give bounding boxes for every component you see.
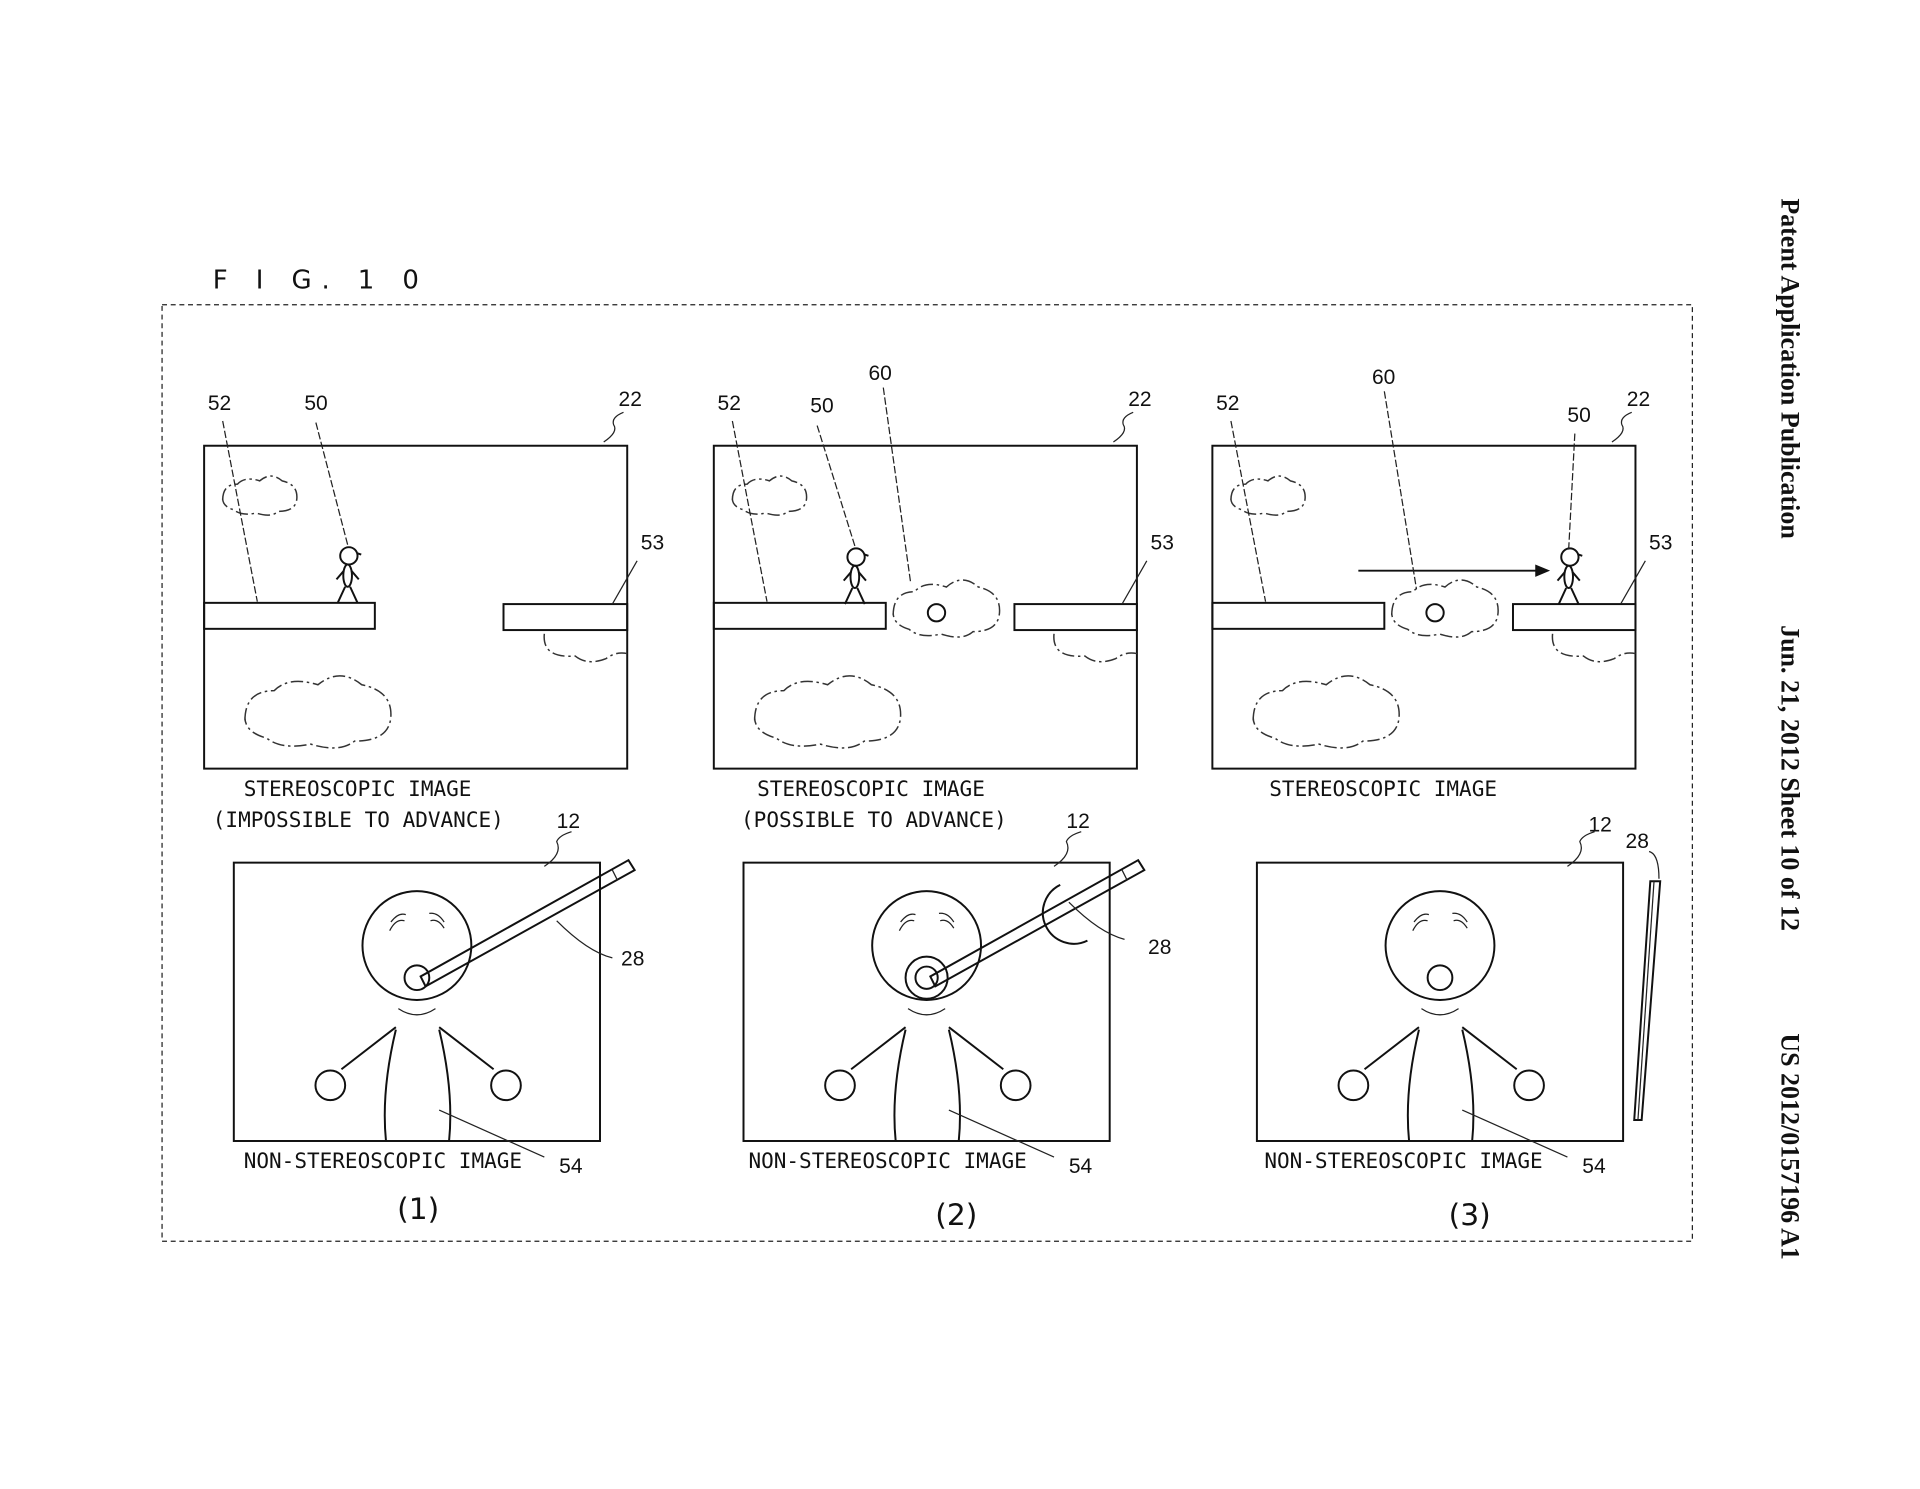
character-54 [314,890,522,1142]
stylus-28 [1633,880,1662,1121]
cloud-60-marker [926,603,947,623]
ref-12: 12 [1588,814,1611,837]
platform-52 [203,601,376,630]
ref-60: 60 [1372,366,1395,389]
ref-54: 54 [559,1155,583,1178]
platform-52 [1211,601,1386,630]
ref-50: 50 [1567,404,1590,427]
header-number: US 2012/0157196 A1 [1775,1033,1804,1260]
panel-index-label: (2) [935,1198,977,1233]
upper-lcd-frame [712,444,1138,770]
bottom-caption: NON-STEREOSCOPIC IMAGE [244,1148,522,1173]
top-caption-line1: STEREOSCOPIC IMAGE [1269,776,1497,801]
ref-28: 28 [1148,936,1171,959]
figure-boundary [161,304,1693,1242]
nose-button [403,964,431,992]
lower-lcd-frame [232,861,601,1142]
ref-60: 60 [868,362,891,385]
touch-screen-12: 28 12 54 NON-STEREOSCOPIC IMAGE (1) [232,810,644,1227]
player-character-50 [842,547,869,605]
ref-22: 22 [1128,388,1151,411]
ref-52: 52 [1216,392,1239,415]
cloud-under-platform [1053,633,1138,663]
touch-screen-12: 28 12 54 NON-STEREOSCOPIC IMAGE (2) [742,810,1171,1233]
ref-53: 53 [1151,532,1174,555]
leader-line [1568,433,1576,550]
cloud-under-platform [543,633,628,663]
ref-52: 52 [208,392,231,415]
header-publication: Patent Application Publication [1775,198,1804,539]
cloud-small [221,475,298,516]
arrow-head-icon [1535,564,1551,577]
cloud-large [753,675,902,749]
platform-53 [502,603,629,632]
ref-50: 50 [304,392,327,415]
lower-lcd-frame [742,861,1111,1142]
ref-53: 53 [641,532,664,555]
ref-50: 50 [810,394,833,417]
character-54 [824,890,1032,1142]
cloud-bridge-60 [1391,579,1499,638]
ref-54: 54 [1582,1155,1606,1178]
cloud-bridge-60 [892,579,1001,638]
leader-line [731,420,768,602]
cloud-large [244,675,392,749]
ref-52: 52 [718,392,741,415]
platform-53 [1512,603,1637,632]
rotation-gesture-icon [1041,884,1088,945]
leader-line [314,420,349,545]
figure-title: F I G. 1 0 [213,266,429,296]
leader-line [882,387,912,582]
character-54 [1337,890,1545,1142]
top-caption-line2: (IMPOSSIBLE TO ADVANCE) [213,807,504,832]
leader-line [1230,420,1267,602]
panel-index-label: (3) [1449,1198,1491,1233]
ref-12: 12 [1066,810,1089,833]
ref-22: 22 [1627,388,1650,411]
nose-button [1426,964,1454,992]
nose-button [914,965,939,990]
stylus-28 [419,858,637,988]
page-header: Patent Application Publication Jun. 21, … [1775,198,1804,1260]
upper-lcd-frame [203,444,629,770]
bottom-caption: NON-STEREOSCOPIC IMAGE [748,1148,1026,1173]
leader-line [222,420,258,602]
panel-index-label: (1) [397,1192,439,1227]
cloud-under-platform [1551,633,1636,663]
ref-54: 54 [1069,1155,1093,1178]
top-caption-line1: STEREOSCOPIC IMAGE [244,776,472,801]
bottom-caption: NON-STEREOSCOPIC IMAGE [1264,1148,1542,1173]
cloud-small [731,475,808,516]
ref-53: 53 [1649,532,1672,555]
player-character-50 [1556,547,1583,605]
ref-28: 28 [621,947,644,970]
leader-line [1383,391,1418,590]
ref-28: 28 [1626,830,1649,853]
header-date-sheet: Jun. 21, 2012 Sheet 10 of 12 [1775,625,1804,931]
lower-lcd-frame [1255,861,1625,1142]
ref-12: 12 [557,810,580,833]
ref-22: 22 [619,388,642,411]
touch-screen-12: 28 12 54 NON-STEREOSCOPIC IMAGE (3) [1255,814,1662,1233]
top-caption-line2: (POSSIBLE TO ADVANCE) [741,807,1007,832]
platform-52 [712,601,887,630]
stylus-28 [929,858,1146,988]
cloud-large [1252,675,1400,749]
platform-53 [1013,603,1138,632]
cloud-small [1230,475,1306,516]
top-caption-line1: STEREOSCOPIC IMAGE [757,776,985,801]
player-character-50 [335,546,362,604]
leader-line [815,423,856,547]
cloud-60-marker [1425,603,1445,623]
